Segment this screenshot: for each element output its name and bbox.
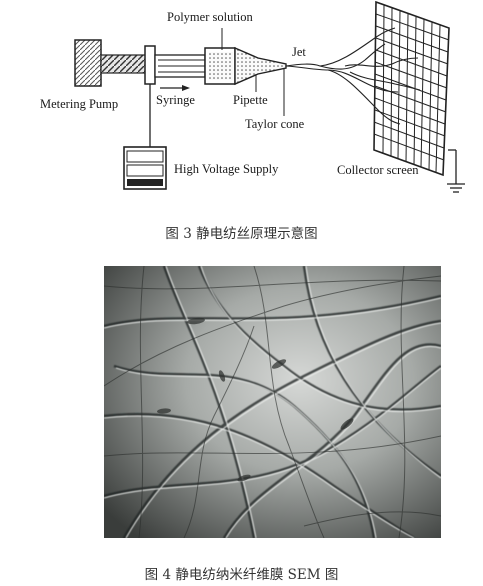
label-pipette: Pipette xyxy=(233,93,268,107)
label-taylor-cone: Taylor cone xyxy=(245,117,305,131)
collector-screen xyxy=(373,0,450,177)
pump-screw xyxy=(100,54,148,74)
sem-micrograph xyxy=(104,266,441,538)
metering-pump-block xyxy=(74,39,102,87)
figure-3-caption: 图 3 静电纺丝原理示意图 xyxy=(165,226,318,242)
label-metering-pump: Metering Pump xyxy=(40,97,118,111)
ground-symbol xyxy=(447,149,465,193)
polymer-solution-fill xyxy=(209,52,233,80)
label-syringe: Syringe xyxy=(156,93,195,107)
label-jet: Jet xyxy=(292,45,306,59)
pipette xyxy=(234,46,287,86)
label-high-voltage-supply: High Voltage Supply xyxy=(174,162,279,176)
syringe-flange xyxy=(144,45,156,85)
arrow-right-icon xyxy=(160,85,190,91)
label-polymer-solution: Polymer solution xyxy=(167,10,254,24)
figure-4-caption: 图 4 静电纺纳米纤维膜 SEM 图 xyxy=(144,567,339,583)
electrospinning-diagram: Polymer solution Jet Metering Pump Syrin… xyxy=(40,0,465,193)
high-voltage-supply-box xyxy=(123,146,167,190)
label-collector-screen: Collector screen xyxy=(337,163,419,177)
